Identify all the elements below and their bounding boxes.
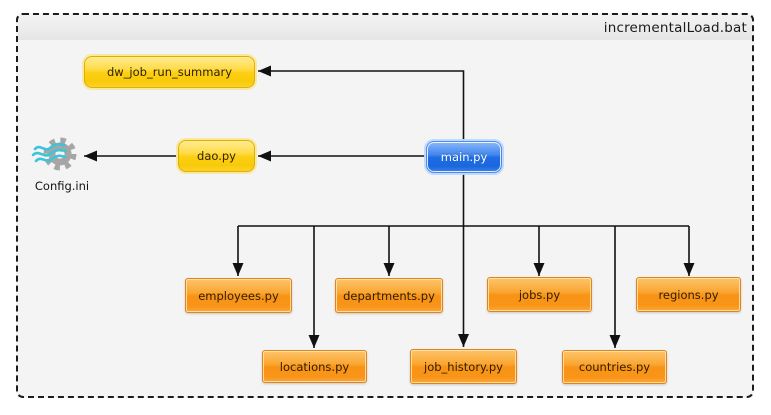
node-employees-py[interactable]: employees.py [185, 278, 292, 313]
container-header: incrementalLoad.bat [18, 15, 752, 40]
node-regions-py[interactable]: regions.py [636, 277, 741, 312]
node-main-py[interactable]: main.py [426, 141, 502, 173]
node-label: employees.py [198, 288, 279, 303]
node-label: job_history.py [424, 359, 503, 374]
node-label: departments.py [343, 288, 435, 303]
node-dao-py[interactable]: dao.py [178, 140, 255, 172]
node-label: locations.py [279, 359, 350, 374]
node-label: regions.py [658, 287, 719, 302]
node-label: main.py [440, 150, 488, 164]
node-dw-job-run-summary[interactable]: dw_job_run_summary [84, 56, 255, 88]
node-label: jobs.py [518, 287, 561, 302]
node-jobs-py[interactable]: jobs.py [487, 277, 592, 312]
node-countries-py[interactable]: countries.py [562, 350, 667, 384]
node-locations-py[interactable]: locations.py [262, 350, 367, 383]
node-config[interactable]: Config.ini [30, 132, 94, 196]
node-departments-py[interactable]: departments.py [335, 278, 443, 313]
node-config-label: Config.ini [34, 179, 90, 193]
container-title: incrementalLoad.bat [603, 19, 747, 36]
node-label: countries.py [578, 360, 651, 374]
node-label: dao.py [197, 149, 236, 163]
node-label: dw_job_run_summary [106, 65, 233, 79]
node-job-history-py[interactable]: job_history.py [410, 349, 517, 384]
config-gear-icon [31, 137, 77, 171]
